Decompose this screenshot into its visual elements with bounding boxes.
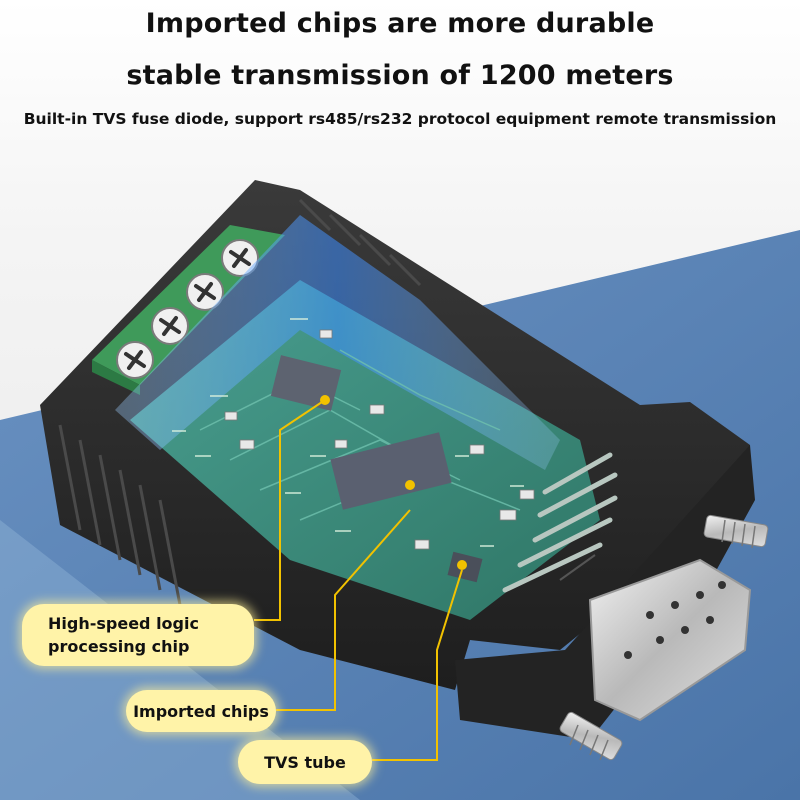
db9-holes <box>624 581 726 659</box>
leader-imported-chips <box>276 509 411 711</box>
terminal-screws <box>116 239 259 379</box>
connector-pins <box>502 452 618 593</box>
callout-logic-chip-line1: High-speed logic <box>48 613 199 633</box>
housing-ribs <box>58 198 422 606</box>
callout-tvs-tube: TVS tube <box>238 740 372 784</box>
jack-screws <box>559 514 769 761</box>
leader-dots <box>320 395 467 570</box>
transparent-shell <box>115 215 560 470</box>
smd-components <box>224 329 535 550</box>
headline-line-2: stable transmission of 1200 meters <box>126 60 674 91</box>
db9-shell <box>588 558 752 722</box>
chip-main <box>330 432 452 510</box>
connector-housing <box>455 445 755 740</box>
callout-leader-lines <box>254 399 463 761</box>
headline-line-3: Built-in TVS fuse diode, support rs485/r… <box>23 110 777 128</box>
callout-logic-chip-line2: processing chip <box>48 637 190 656</box>
pcb-silkscreen-decoration <box>172 318 524 547</box>
headline-line-1: Imported chips are more durable <box>145 8 655 39</box>
leader-logic-chip <box>254 399 326 621</box>
callout-logic-chip: High-speed logic processing chip <box>22 604 254 666</box>
callout-imported-chips: Imported chips <box>126 690 276 732</box>
leader-tvs-tube <box>372 569 463 761</box>
